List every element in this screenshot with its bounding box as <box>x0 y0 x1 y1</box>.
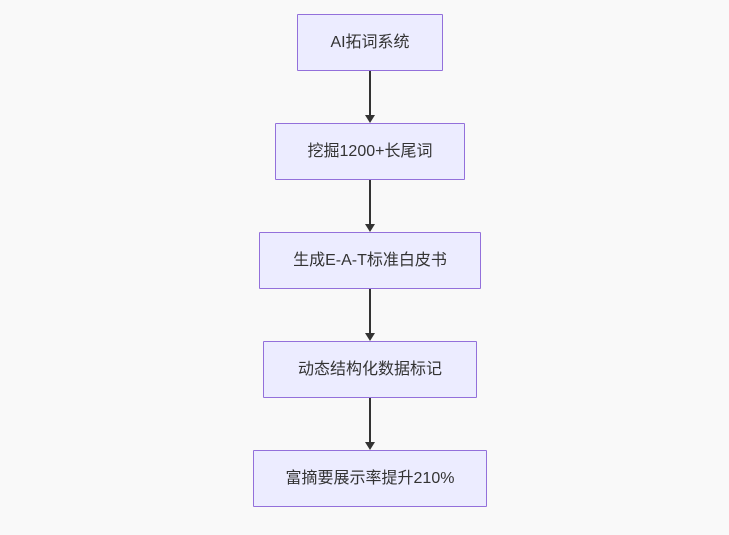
arrow-line <box>369 398 371 443</box>
arrowhead-down-icon <box>364 333 375 341</box>
arrowhead-down-icon <box>364 442 375 450</box>
flow-node-longtail-keyword-mining: 挖掘1200+长尾词 <box>275 123 465 180</box>
flow-node-label: 挖掘1200+长尾词 <box>307 142 433 160</box>
arrowhead-down-icon <box>364 115 375 123</box>
flow-node-eat-whitepaper: 生成E-A-T标准白皮书 <box>259 232 481 289</box>
arrow-line <box>369 289 371 334</box>
flow-node-structured-data-markup: 动态结构化数据标记 <box>263 341 477 398</box>
flow-node-label: AI拓词系统 <box>330 33 410 51</box>
arrow-line <box>369 180 371 225</box>
flow-node-label: 富摘要展示率提升210% <box>285 469 455 487</box>
flow-node-label: 生成E-A-T标准白皮书 <box>293 251 447 269</box>
arrow-line <box>369 71 371 116</box>
flow-node-label: 动态结构化数据标记 <box>297 360 442 378</box>
flow-arrow-1 <box>363 71 377 123</box>
flow-node-rich-snippet-rate: 富摘要展示率提升210% <box>253 450 487 507</box>
flow-arrow-2 <box>363 180 377 232</box>
flow-node-ai-word-expansion-system: AI拓词系统 <box>297 14 443 71</box>
arrowhead-down-icon <box>364 224 375 232</box>
flow-arrow-3 <box>363 289 377 341</box>
flow-arrow-4 <box>363 398 377 450</box>
